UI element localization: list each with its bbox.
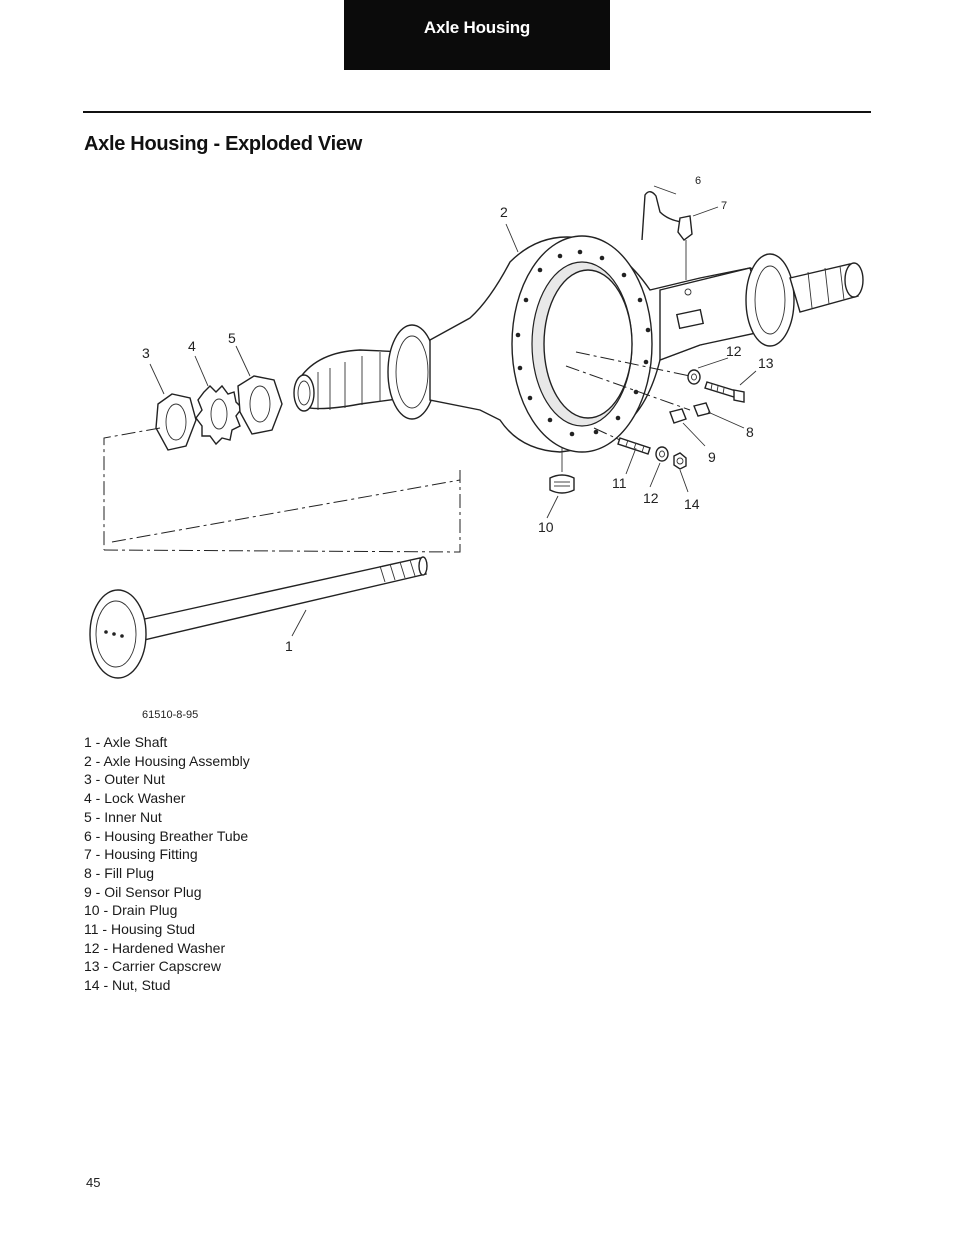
outer-nut-drawing xyxy=(155,393,197,451)
callout-6: 6 xyxy=(695,175,701,187)
callout-13: 13 xyxy=(758,355,774,371)
exploded-view-diagram: 2 6 7 3 4 5 12 13 8 9 11 12 14 10 1 xyxy=(89,175,864,679)
figure-reference-number: 61510-8-95 xyxy=(142,709,199,721)
inner-nut-drawing xyxy=(237,375,283,435)
section-tab: Axle Housing xyxy=(344,0,610,70)
legend-item: 12 - Hardened Washer xyxy=(84,939,226,956)
callout-8: 8 xyxy=(746,424,754,440)
callout-4: 4 xyxy=(188,338,196,354)
axle-housing-drawing xyxy=(293,235,864,453)
breather-tube-drawing xyxy=(641,191,693,280)
callout-7: 7 xyxy=(721,200,727,212)
legend-item: 9 - Oil Sensor Plug xyxy=(84,883,202,900)
assembly-centerlines xyxy=(103,351,691,553)
callout-labels: 2 6 7 3 4 5 12 13 8 9 11 12 14 10 1 xyxy=(142,175,774,654)
legend-item: 13 - Carrier Capscrew xyxy=(84,958,221,975)
callout-10: 10 xyxy=(538,519,554,535)
legend-item: 8 - Fill Plug xyxy=(84,864,155,881)
callout-12-upper: 12 xyxy=(726,343,742,359)
callout-14: 14 xyxy=(684,496,700,512)
legend-item: 7 - Housing Fitting xyxy=(84,846,198,863)
parts-legend: 1 - Axle Shaft 2 - Axle Housing Assembly… xyxy=(84,733,250,995)
legend-item: 6 - Housing Breather Tube xyxy=(84,827,249,844)
callout-11: 11 xyxy=(612,475,627,491)
callout-2: 2 xyxy=(500,204,508,220)
legend-item: 10 - Drain Plug xyxy=(84,902,178,919)
leader-lines xyxy=(149,185,757,637)
callout-1: 1 xyxy=(285,638,293,654)
callout-3: 3 xyxy=(142,345,150,361)
page-number: 45 xyxy=(86,1175,101,1190)
legend-item: 11 - Housing Stud xyxy=(84,921,196,938)
section-tab-label: Axle Housing xyxy=(423,18,531,37)
legend-item: 3 - Outer Nut xyxy=(84,771,165,788)
legend-item: 4 - Lock Washer xyxy=(84,790,186,807)
lock-washer-drawing xyxy=(195,384,243,446)
legend-item: 5 - Inner Nut xyxy=(84,808,162,825)
callout-9: 9 xyxy=(708,449,716,465)
header-divider xyxy=(83,111,871,113)
axle-shaft-drawing xyxy=(89,556,428,679)
legend-item: 2 - Axle Housing Assembly xyxy=(84,752,250,769)
page-title: Axle Housing - Exploded View xyxy=(84,133,362,155)
legend-item: 1 - Axle Shaft xyxy=(84,734,168,750)
hardware-drawings xyxy=(549,369,745,494)
callout-12-lower: 12 xyxy=(643,490,659,506)
legend-item: 14 - Nut, Stud xyxy=(84,977,171,994)
callout-5: 5 xyxy=(228,330,236,346)
